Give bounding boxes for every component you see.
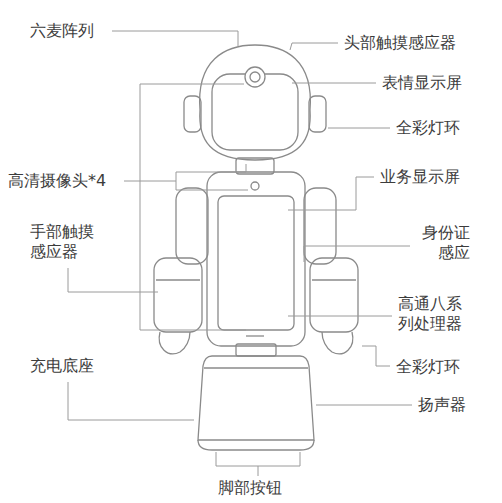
leader-line — [140, 84, 246, 330]
callout-label: 脚部按钮 — [218, 478, 282, 498]
robot-hand — [159, 332, 190, 354]
leader-line — [176, 164, 246, 172]
robot-head — [200, 45, 311, 160]
leader-line — [176, 190, 248, 191]
leader-line — [292, 83, 376, 84]
leader-line — [124, 181, 176, 182]
body-camera — [251, 182, 259, 190]
leader-line — [140, 84, 244, 85]
robot-ear — [309, 96, 326, 132]
callout-label: 身份证 感应 — [416, 223, 470, 262]
base-band — [204, 367, 308, 368]
arm-band — [156, 279, 200, 280]
leader-line — [304, 246, 410, 262]
callout-label: 手部触摸 感应器 — [30, 222, 98, 261]
head-camera — [245, 67, 265, 87]
callout-label: 业务显示屏 — [380, 167, 460, 187]
leader-line — [290, 43, 338, 50]
leader-line — [362, 346, 390, 366]
leader-line — [328, 128, 390, 129]
leader-line — [316, 405, 412, 406]
leader-lines — [68, 31, 412, 476]
callout-label: 高清摄像头*4 — [8, 171, 106, 191]
callout-label: 六麦阵列 — [30, 21, 94, 41]
robot-waist — [236, 344, 276, 356]
callout-label: 头部触摸感应器 — [344, 33, 456, 53]
callout-label: 扬声器 — [418, 395, 466, 415]
callout-label: 高通八系 列处理器 — [398, 294, 466, 333]
robot-upper-arm — [176, 188, 208, 264]
arm-band — [312, 279, 356, 280]
robot-upper-arm — [304, 188, 336, 264]
callout-label: 表情显示屏 — [382, 73, 462, 93]
callout-label: 全彩灯环 — [396, 357, 460, 377]
callout-label: 充电底座 — [30, 356, 94, 376]
head-camera-lens — [250, 72, 260, 82]
robot-ear — [184, 96, 201, 132]
charging-base — [198, 356, 314, 440]
robot-hand — [322, 332, 353, 354]
robot-forearm — [154, 258, 202, 332]
leader-line — [68, 268, 158, 292]
callout-label: 全彩灯环 — [396, 118, 460, 138]
leader-line — [258, 466, 259, 476]
body-detail — [246, 335, 264, 336]
robot-body — [207, 172, 305, 346]
leader-line — [176, 172, 177, 190]
robot-forearm — [310, 258, 358, 332]
leader-line — [216, 452, 300, 466]
leader-line — [68, 382, 194, 420]
base-bottom — [198, 440, 314, 450]
leader-line — [288, 177, 374, 210]
robot-outline — [154, 45, 358, 450]
leader-line — [112, 31, 238, 46]
business-screen — [218, 196, 294, 330]
leader-line — [288, 316, 392, 317]
